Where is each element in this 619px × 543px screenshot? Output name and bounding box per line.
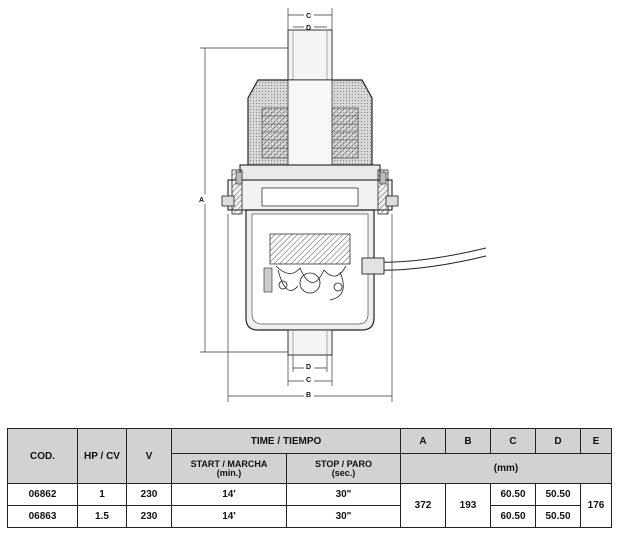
cell-stop: 30"	[286, 483, 401, 506]
header-v: V	[126, 428, 172, 484]
dim-label-d-top: D	[306, 25, 311, 32]
pump-section-drawing: C D A	[197, 8, 487, 402]
cell-stop: 30"	[286, 505, 401, 528]
header-hp: HP / CV	[77, 428, 127, 484]
upper-body	[247, 79, 373, 166]
cell-d: 50.50	[535, 483, 581, 506]
spec-table: COD. HP / CV V TIME / TIEMPO A B C D E S…	[7, 428, 612, 528]
table-row: 06863 1.5 230 14' 30" 60.50 50.50	[7, 505, 612, 528]
header-b: B	[445, 428, 491, 454]
cell-cod: 06863	[7, 505, 78, 528]
dim-label-a: A	[199, 197, 204, 204]
middle-flange	[221, 164, 399, 215]
header-c: C	[490, 428, 536, 454]
cell-hp: 1	[77, 483, 127, 506]
cell-hp: 1.5	[77, 505, 127, 528]
header-e: E	[580, 428, 612, 454]
cell-start: 14'	[171, 483, 287, 506]
header-time: TIME / TIEMPO	[171, 428, 401, 454]
header-cod: COD.	[7, 428, 78, 484]
cell-cod: 06862	[7, 483, 78, 506]
cell-c: 60.50	[490, 483, 536, 506]
header-start: START / MARCHA (min.)	[171, 453, 287, 484]
dim-label-d-bottom: D	[306, 364, 311, 371]
header-mm: (mm)	[400, 453, 612, 484]
power-cable	[361, 247, 487, 275]
cell-c: 60.50	[490, 505, 536, 528]
header-start-unit: (min.)	[216, 467, 242, 478]
cell-d: 50.50	[535, 505, 581, 528]
cell-e: 176	[580, 483, 612, 528]
header-stop-unit: (sec.)	[331, 467, 356, 478]
header-stop: STOP / PARO (sec.)	[286, 453, 401, 484]
header-stop-label: STOP / PARO	[314, 458, 372, 469]
dim-label-c-bottom: C	[306, 377, 311, 384]
cell-a: 372	[400, 483, 446, 528]
header-start-label: START / MARCHA	[190, 458, 268, 469]
cell-v: 230	[126, 483, 172, 506]
header-a: A	[400, 428, 446, 454]
cell-b: 193	[445, 483, 491, 528]
cell-start: 14'	[171, 505, 287, 528]
dim-label-c-top: C	[306, 13, 311, 20]
dim-label-b: B	[306, 392, 311, 399]
lower-housing	[245, 209, 375, 331]
header-d: D	[535, 428, 581, 454]
table-row: 06862 1 230 14' 30" 372 193 60.50 50.50 …	[7, 483, 612, 528]
top-pipe	[287, 29, 333, 81]
bottom-pipe	[287, 329, 333, 356]
cell-v: 230	[126, 505, 172, 528]
